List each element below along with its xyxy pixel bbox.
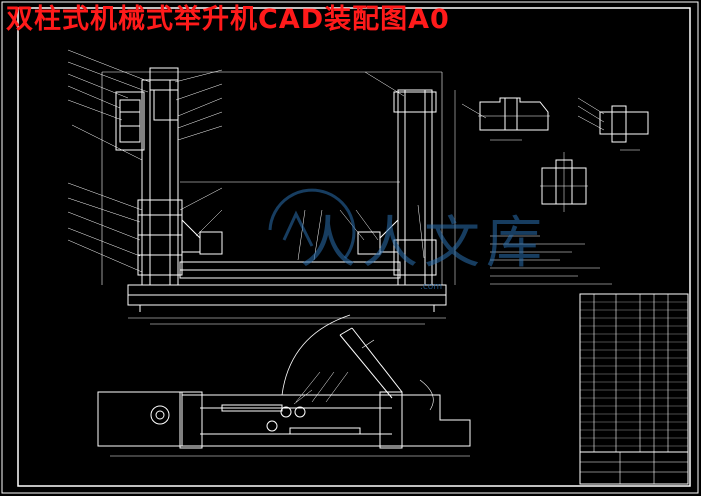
watermark-text: 人人文库	[300, 211, 548, 276]
detail-views	[461, 97, 649, 212]
title-block	[579, 293, 689, 485]
parts-list-rows	[580, 301, 688, 447]
watermark-url: .com	[420, 282, 443, 292]
watermark-logo	[268, 188, 356, 259]
drawing-title: 双柱式机械式举升机CAD装配图A0	[6, 4, 450, 35]
front-view	[67, 49, 456, 325]
technical-notes	[490, 235, 612, 285]
plan-view	[97, 314, 471, 457]
inner-border	[17, 7, 691, 487]
